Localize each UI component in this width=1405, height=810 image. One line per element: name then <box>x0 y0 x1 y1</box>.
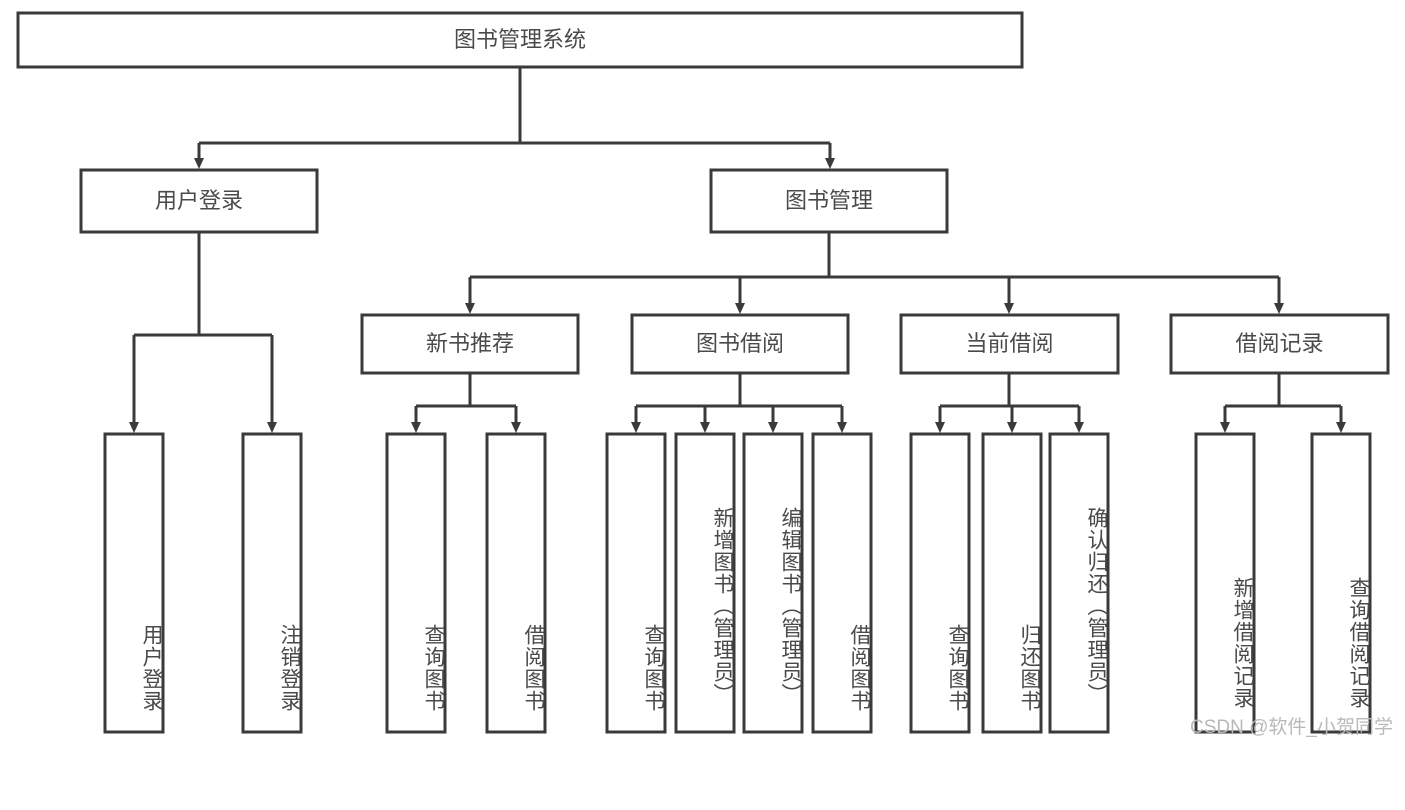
node-level2-box-0[interactable] <box>79 168 319 234</box>
node-level2-box-1[interactable] <box>709 168 949 234</box>
node-level3-box-2[interactable] <box>899 313 1120 375</box>
csdn-watermark: CSDN @软件_小贺同学 <box>1190 717 1393 738</box>
node-level3-label-0: 新书推荐 <box>426 331 514 356</box>
node-level2-label-0: 用户登录 <box>155 188 243 213</box>
node-level3-label-2: 当前借阅 <box>965 331 1053 356</box>
node-leaf-box-2[interactable] <box>385 432 447 734</box>
node-leaf-box-4[interactable] <box>605 432 667 734</box>
node-level3-label-1: 图书借阅 <box>696 331 784 356</box>
connector-lines <box>129 67 1346 433</box>
node-leaf-box-5[interactable] <box>674 432 736 734</box>
node-root-box[interactable] <box>16 11 1024 69</box>
node-leaf-box-10[interactable] <box>1048 432 1110 734</box>
diagram-canvas: 图书管理系统用户登录图书管理新书推荐图书借阅当前借阅借阅记录 用户登录注销登录查… <box>16 11 1393 738</box>
node-leaf-box-11[interactable] <box>1194 432 1256 734</box>
node-level3-label-3: 借阅记录 <box>1235 331 1323 356</box>
node-leaf-box-8[interactable] <box>909 432 971 734</box>
node-leaf-box-1[interactable] <box>241 432 303 734</box>
node-boxes <box>16 11 1390 734</box>
node-root-label: 图书管理系统 <box>454 27 586 52</box>
node-level3-box-0[interactable] <box>360 313 580 375</box>
node-level3-box-1[interactable] <box>630 313 850 375</box>
node-leaf-box-12[interactable] <box>1310 432 1372 734</box>
node-level2-label-1: 图书管理 <box>785 188 873 213</box>
node-leaf-box-9[interactable] <box>981 432 1043 734</box>
node-leaf-box-0[interactable] <box>103 432 165 734</box>
node-level3-box-3[interactable] <box>1169 313 1390 375</box>
node-leaf-box-3[interactable] <box>485 432 547 734</box>
node-leaf-box-6[interactable] <box>742 432 804 734</box>
node-leaf-box-7[interactable] <box>811 432 873 734</box>
